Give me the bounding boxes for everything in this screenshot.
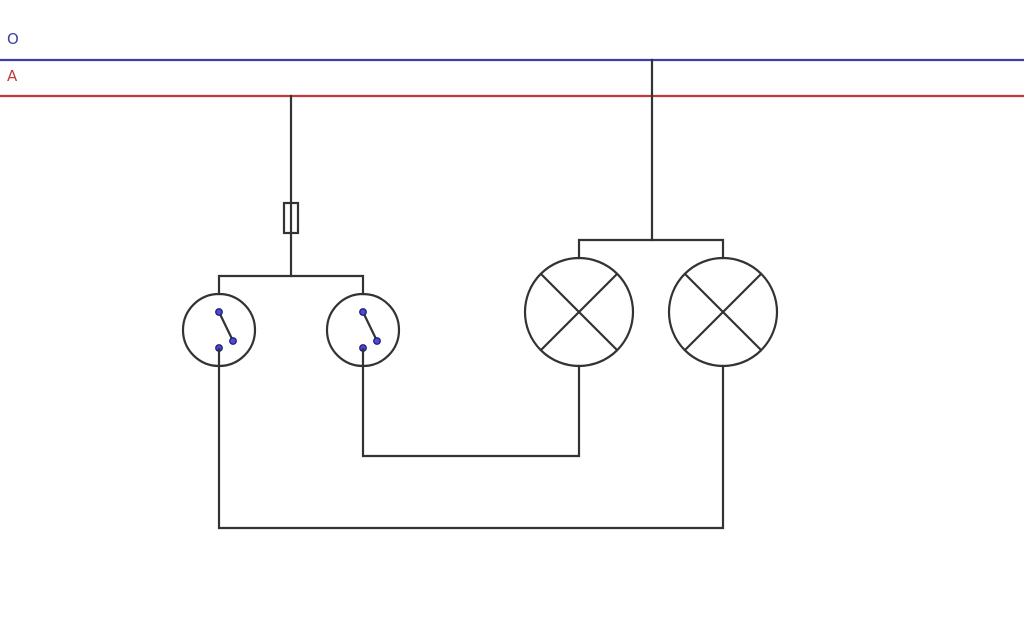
lamp-1 bbox=[523, 256, 635, 368]
wires bbox=[217, 58, 725, 530]
wire-switch1-to-lamp2 bbox=[217, 364, 725, 530]
lamp-2 bbox=[667, 256, 779, 368]
wire-switch-bus bbox=[217, 274, 365, 296]
phase-rail-label: A bbox=[7, 67, 18, 85]
switch-1-terminal-contact bbox=[229, 337, 237, 345]
neutral-rail-label: O bbox=[7, 30, 19, 48]
fuse-symbol bbox=[282, 201, 300, 235]
wire-switch2-to-lamp1 bbox=[361, 364, 581, 458]
switch-1-terminal-top bbox=[215, 308, 223, 316]
wire-lamp-bus bbox=[577, 238, 725, 260]
switch-2-terminal-contact bbox=[373, 337, 381, 345]
switch-2-terminal-top bbox=[359, 308, 367, 316]
switch-2 bbox=[325, 292, 401, 368]
switch-1 bbox=[181, 292, 257, 368]
